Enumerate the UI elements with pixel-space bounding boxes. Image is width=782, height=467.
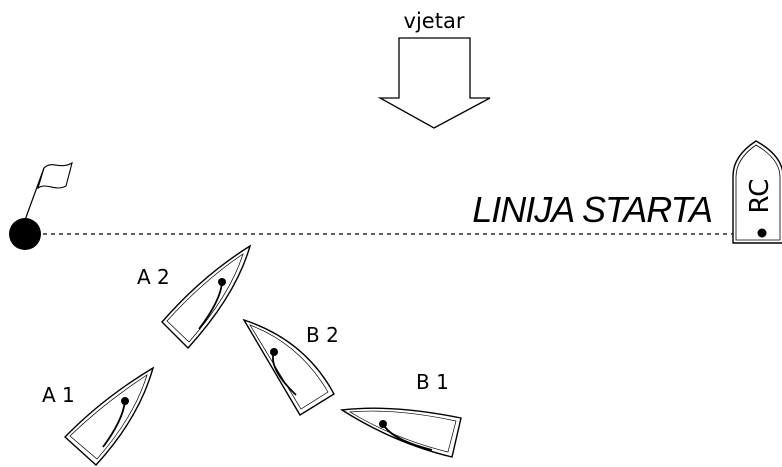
wind-label: vjetar bbox=[404, 9, 465, 33]
boat-b2: B 2 bbox=[242, 318, 339, 416]
pin-end-buoy bbox=[9, 161, 73, 250]
buoy-mark bbox=[9, 218, 41, 250]
boat-a2: A 2 bbox=[137, 244, 252, 350]
boat-a2-label: A 2 bbox=[137, 265, 170, 289]
start-line-label: LINIJA STARTA bbox=[472, 189, 712, 230]
boat-b2-label: B 2 bbox=[306, 323, 339, 347]
wind-arrow: vjetar bbox=[377, 9, 491, 129]
committee-boat-dot bbox=[757, 228, 767, 238]
committee-boat-label: RC bbox=[745, 179, 775, 214]
boat-a1: A 1 bbox=[42, 366, 155, 466]
flag-icon bbox=[37, 161, 73, 190]
boat-b1: B 1 bbox=[339, 370, 462, 458]
boat-a1-label: A 1 bbox=[42, 383, 75, 407]
committee-boat: RC bbox=[732, 140, 782, 244]
boat-b1-label: B 1 bbox=[416, 370, 449, 394]
